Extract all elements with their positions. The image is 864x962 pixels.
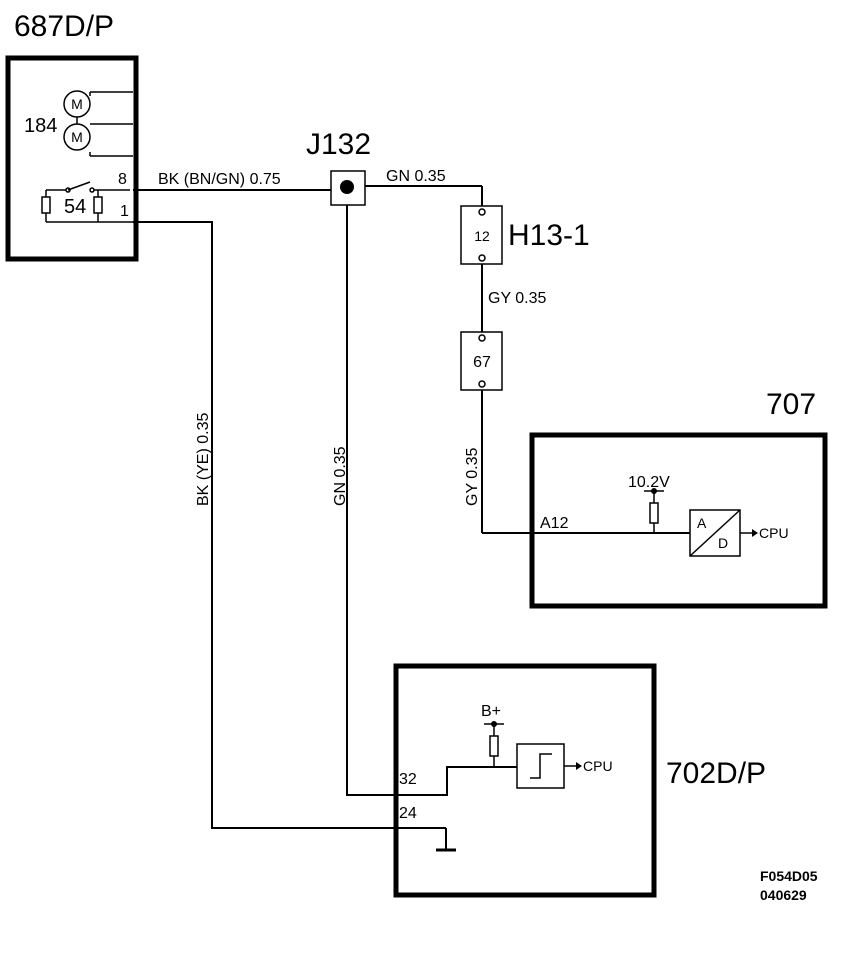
svg-text:M: M [71, 96, 83, 112]
wires [133, 185, 690, 829]
component-702-box [393, 663, 657, 898]
wire-label-gy-vert: GY 0.35 [464, 447, 481, 506]
junction-j132-box [330, 170, 366, 206]
component-687-box [5, 55, 139, 262]
junction-j132-node [340, 180, 354, 194]
connector-67-box [460, 331, 503, 391]
component-687-title: 687D/P [14, 10, 114, 43]
connector-h13-pin: 12 [474, 228, 490, 244]
pullup-resistor-707 [644, 488, 664, 533]
component-707-title: 707 [766, 388, 816, 421]
wire-j132-to-702 [346, 205, 396, 796]
wire-label-bk-ye: BK (YE) 0.35 [195, 413, 212, 506]
svg-text:D: D [718, 535, 728, 551]
wire-1-to-702 [133, 221, 396, 829]
wire-label-gn-vert: GN 0.35 [332, 446, 349, 506]
connector-67-pin: 67 [473, 354, 491, 371]
svg-text:A: A [697, 515, 707, 531]
schmitt-trigger [396, 743, 582, 796]
pin-24-label: 24 [399, 805, 417, 822]
voltage-label: 10.2V [628, 474, 670, 491]
ground-symbol [396, 827, 456, 852]
junction-j132-title: J132 [306, 128, 371, 161]
component-707-box [529, 432, 828, 609]
switch-label: 54 [64, 196, 86, 218]
wire-label-bk-bngn: BK (BN/GN) 0.75 [158, 171, 281, 188]
pin-1-label: 1 [120, 203, 129, 220]
pin-8-label: 8 [118, 171, 127, 188]
connector-h13-title: H13-1 [508, 219, 590, 252]
adc-converter: A D [689, 509, 758, 557]
supply-label: B+ [481, 703, 501, 720]
cpu-label-702: CPU [583, 758, 613, 774]
figure-date: 040629 [760, 887, 807, 903]
cpu-label-707: CPU [759, 525, 789, 541]
motor-label: 184 [24, 115, 57, 137]
wire-label-gy-mid: GY 0.35 [488, 290, 547, 307]
svg-text:M: M [71, 129, 83, 145]
pin-a12-label: A12 [540, 515, 569, 532]
figure-code: F054D05 [760, 868, 818, 884]
component-702-title: 702D/P [666, 757, 766, 790]
relay-switch [41, 181, 133, 223]
wire-label-gn-top: GN 0.35 [386, 168, 446, 185]
pullup-resistor-702 [484, 721, 504, 767]
motor-symbols: M M [63, 90, 133, 157]
pin-32-label: 32 [399, 771, 417, 788]
connector-h13-box [460, 205, 503, 265]
